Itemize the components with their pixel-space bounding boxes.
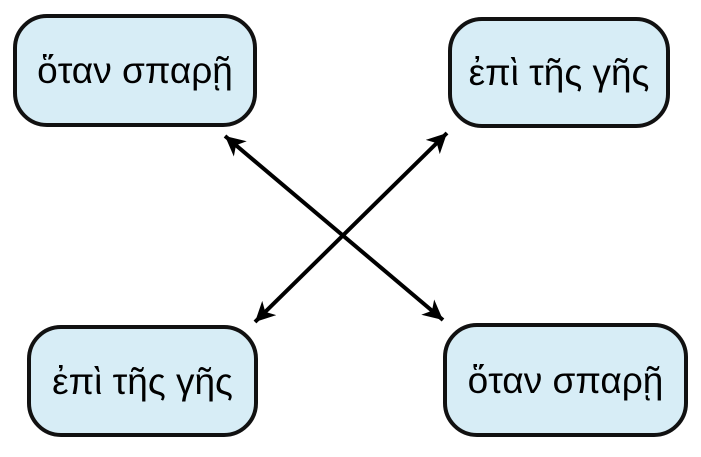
node-bottom-left: ἐπὶ τῆς γῆς — [27, 325, 258, 437]
node-top-right-label: ἐπὶ τῆς γῆς — [468, 52, 650, 93]
node-top-left-label: ὅταν σπαρῇ — [37, 50, 233, 91]
node-top-right: ἐπὶ τῆς γῆς — [448, 17, 670, 128]
node-top-left: ὅταν σπαρῇ — [13, 14, 257, 127]
node-bottom-left-label: ἐπὶ τῆς γῆς — [52, 360, 233, 402]
arrow-topleft-bottomright — [223, 134, 445, 322]
arrow-topright-bottomleft — [253, 131, 449, 324]
node-bottom-right-label: ὅταν σπαρῇ — [467, 359, 664, 401]
node-bottom-right: ὅταν σπαρῇ — [443, 323, 688, 437]
